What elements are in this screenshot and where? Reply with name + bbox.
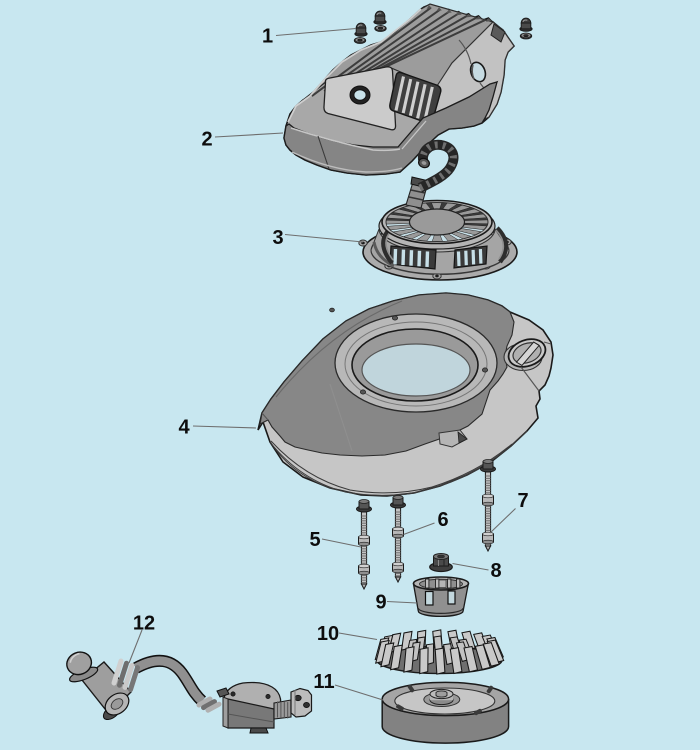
svg-text:10: 10 (317, 623, 339, 645)
svg-text:1: 1 (262, 25, 273, 47)
svg-text:5: 5 (309, 529, 320, 551)
svg-text:12: 12 (133, 613, 155, 635)
svg-text:11: 11 (313, 671, 334, 693)
svg-text:8: 8 (490, 560, 501, 582)
svg-text:2: 2 (201, 129, 212, 151)
svg-text:7: 7 (517, 490, 528, 512)
svg-text:9: 9 (375, 592, 386, 614)
svg-text:6: 6 (437, 509, 448, 531)
svg-text:4: 4 (178, 417, 190, 439)
svg-text:3: 3 (272, 227, 283, 249)
